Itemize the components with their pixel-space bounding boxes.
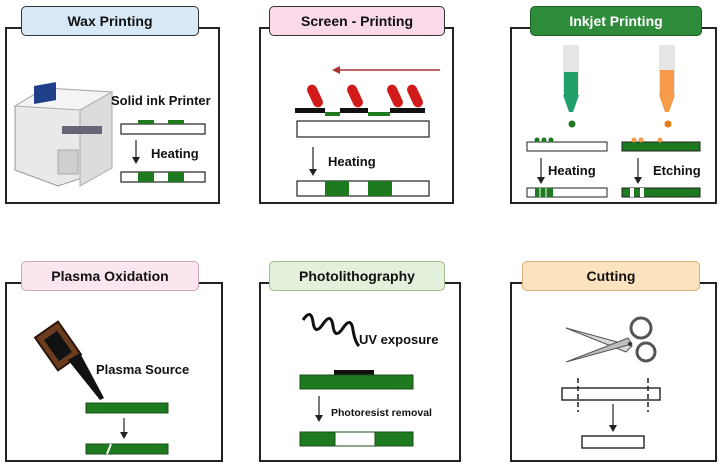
plasma-oxidation-diagram [5,282,223,462]
panel-wax-printing: Wax Printing Solid ink Printer Heating [0,0,240,210]
cutting-diagram [510,282,717,462]
photo-result-strip [299,431,414,447]
heating-label: Heating [328,154,376,169]
panel-photolithography: Photolithography UV exposure Photoresist… [255,258,475,464]
printer-icon [13,82,114,187]
screen-printing-diagram [259,27,454,204]
inkjet-heating-result [526,187,608,198]
substrate [296,120,430,138]
photoresist [334,370,374,375]
plasma-source-label: Plasma Source [96,362,190,377]
cutting-strip [561,387,661,401]
panel-title: Cutting [522,261,700,291]
inkjet-etching-result [621,187,701,198]
wax-strip-bottom [120,171,206,183]
uv-exposure-label: UV exposure [359,332,439,347]
panel-title: Plasma Oxidation [21,261,199,291]
photo-substrate [299,374,414,390]
panel-title: Photolithography [269,261,445,291]
heating-label: Heating [548,163,596,178]
wax-printing-diagram [5,27,220,204]
squeegee-icons [307,84,423,108]
etching-label: Etching [653,163,701,178]
panel-title: Inkjet Printing [530,6,702,36]
green-nozzle-icon [563,45,579,128]
plasma-strip-top [85,402,169,414]
panel-cutting: Cutting [500,258,724,464]
cut-result-strip [581,435,645,449]
panel-inkjet-printing: Inkjet Printing Heating Etching [500,0,724,210]
plasma-source-icon [33,320,104,400]
heating-label: Heating [151,146,199,161]
photolithography-diagram [259,282,461,462]
orange-nozzle-icon [659,45,675,128]
photoresist-removal-label: Photoresist removal [331,407,432,419]
plasma-strip-result [85,443,169,455]
scissors-icon [565,316,657,363]
uv-wave-icon [301,313,361,348]
panel-title: Wax Printing [21,6,199,36]
wax-strip-top [120,120,206,135]
screen-strip-result [296,180,430,197]
panel-title: Screen - Printing [269,6,445,36]
panel-border [259,27,454,204]
printer-label: Solid ink Printer [111,93,211,108]
panel-border [510,282,717,462]
panel-plasma-oxidation: Plasma Oxidation Plasma Source [0,258,240,464]
panel-screen-printing: Screen - Printing Heating [255,0,475,210]
